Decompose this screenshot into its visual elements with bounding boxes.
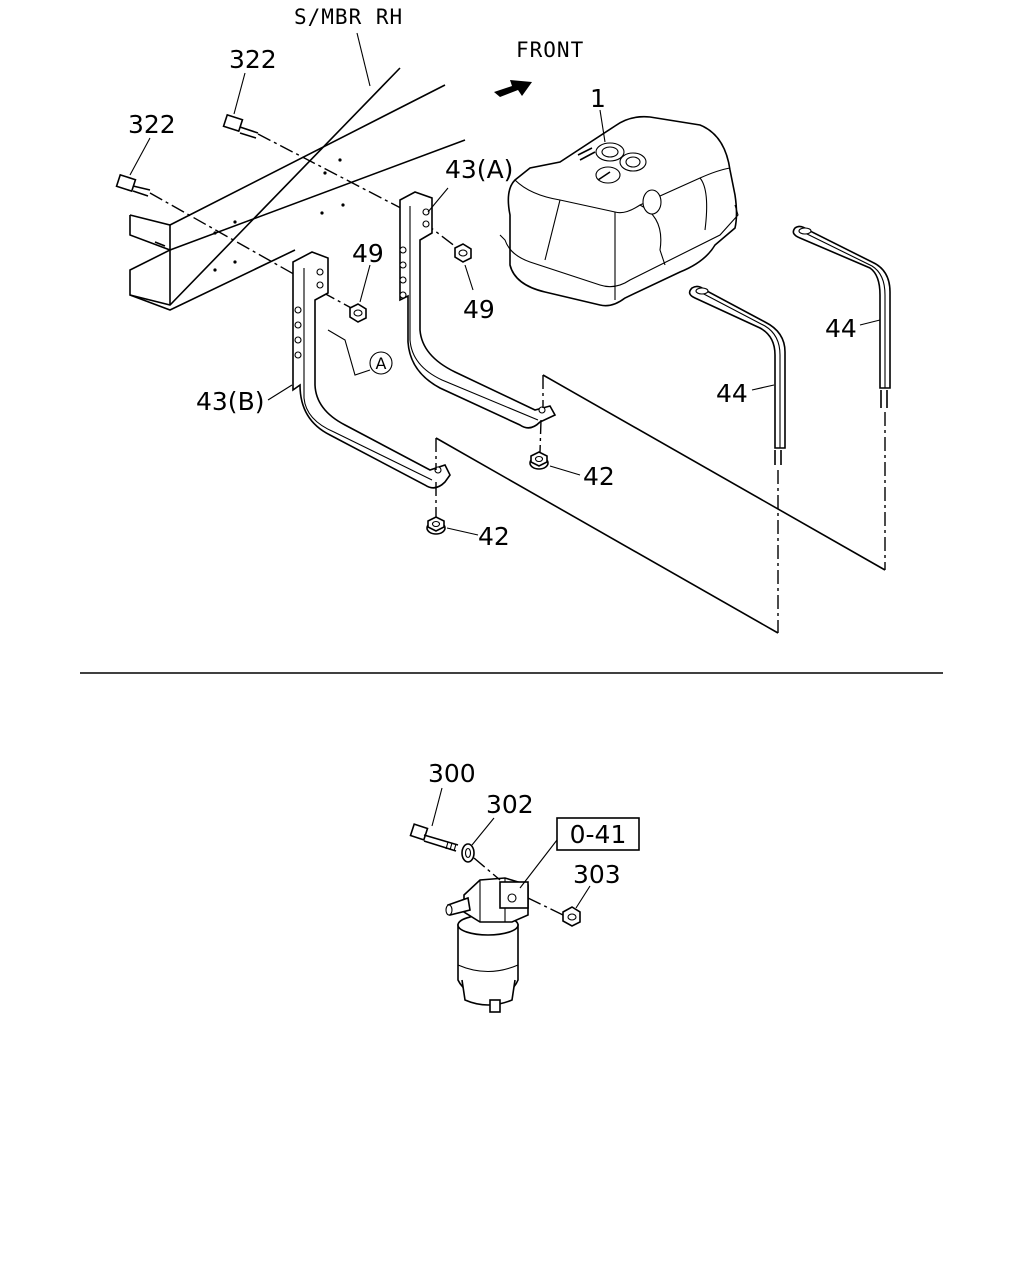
member-label: S/MBR RH (294, 5, 403, 29)
leader-303 (575, 885, 591, 909)
leader-300 (431, 787, 443, 827)
bolt-path-lower-nut (321, 291, 356, 311)
nut-303 (562, 906, 581, 927)
bracket-43a (399, 191, 557, 429)
label-42-upper: 42 (583, 462, 615, 491)
label-49-lower: 49 (352, 239, 384, 268)
leader-49-lower (359, 264, 371, 303)
front-label: FRONT (516, 38, 584, 62)
bolt-322-lower (115, 173, 151, 197)
ref-a-label: A (376, 354, 387, 373)
bolt-path-lower (149, 192, 323, 291)
ref-box-label: 0-41 (570, 820, 627, 849)
nut-42-lower (426, 516, 446, 535)
band-44-left (688, 285, 786, 465)
bolt-322-upper (222, 113, 259, 139)
leader-302 (471, 817, 495, 846)
label-43b: 43(B) (196, 387, 264, 416)
leader-42-lower (446, 527, 479, 536)
fuel-filter (445, 877, 529, 1013)
label-303: 303 (573, 860, 621, 889)
label-302: 302 (486, 790, 534, 819)
label-43a: 43(A) (445, 155, 513, 184)
ref-a-leader (327, 329, 371, 376)
label-49-upper: 49 (463, 295, 495, 324)
ref-a-circle (369, 351, 393, 375)
label-42-lower: 42 (478, 522, 510, 551)
leader-42-upper (549, 465, 581, 476)
label-322-lower: 322 (128, 110, 176, 139)
bracket-43b (292, 251, 451, 489)
member-leader-line (356, 32, 371, 87)
nut-42-upper (529, 451, 549, 470)
line-bracket-a-band (542, 374, 886, 571)
bolt-path-300 (473, 857, 501, 881)
leader-44-left (751, 384, 775, 391)
leader-322-lower (129, 137, 151, 176)
leader-43b (267, 384, 293, 401)
leader-43a (427, 187, 449, 213)
ref-box (556, 817, 640, 851)
leader-49-upper (464, 264, 474, 291)
fuel-tank (499, 115, 739, 307)
leader-322-upper (233, 72, 246, 115)
front-arrow-icon (494, 80, 532, 97)
bolt-path-upper (257, 133, 421, 219)
leader-44-right (859, 319, 881, 326)
bolt-path-303 (527, 897, 564, 916)
path-42-upper (539, 419, 542, 453)
band-44-right (792, 225, 891, 408)
label-44-left: 44 (716, 379, 748, 408)
ref-box-leader (519, 839, 558, 889)
label-300: 300 (428, 759, 476, 788)
washer-302 (461, 843, 475, 863)
label-tank: 1 (590, 84, 606, 113)
bolt-300 (409, 823, 459, 852)
label-44-right: 44 (825, 314, 857, 343)
nut-49-upper (454, 243, 472, 263)
leader-tank (599, 109, 606, 143)
line-bracket-b-band (435, 437, 779, 634)
nut-49-lower (349, 303, 367, 323)
label-322-upper: 322 (229, 45, 277, 74)
